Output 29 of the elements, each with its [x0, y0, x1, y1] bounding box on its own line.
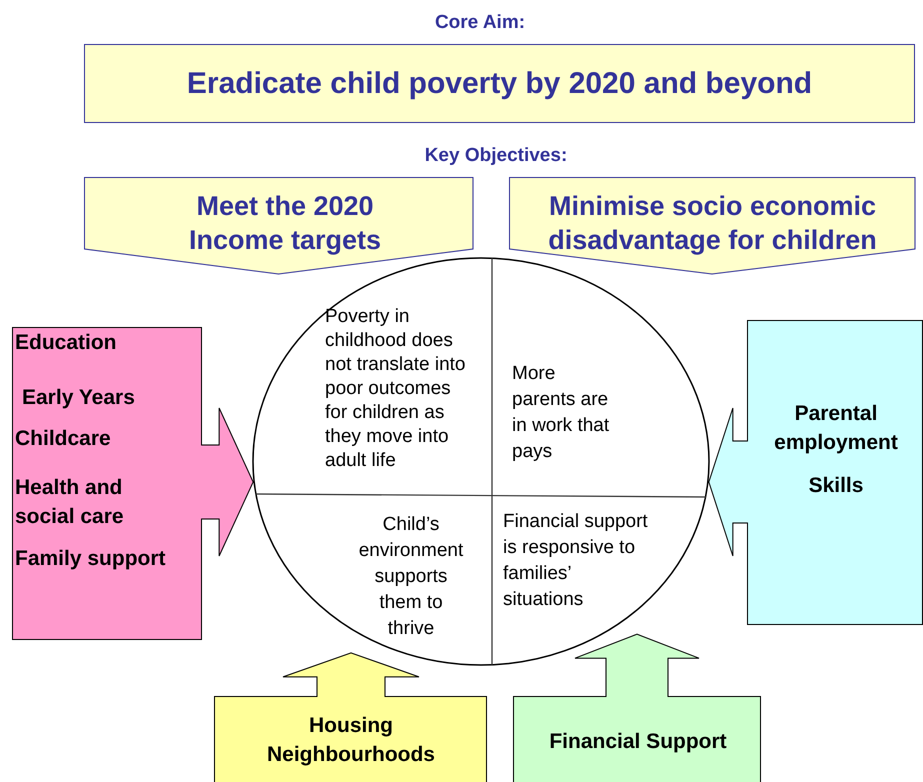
area-text: Health and social care [15, 475, 125, 530]
area-box [214, 696, 487, 782]
objective-arrow-box [84, 177, 474, 275]
area-text: Childcare [15, 426, 111, 452]
block-arrow [574, 634, 700, 698]
section-heading: Key Objectives: [424, 145, 568, 167]
quadrant-text: Financial support is responsive to families’ situations [503, 510, 649, 612]
block-arrow [200, 408, 254, 556]
heading-text: Core Aim: [434, 12, 526, 34]
area-text: Education [15, 330, 117, 356]
area-text: Skills [808, 473, 864, 499]
block-arrow [282, 652, 420, 698]
area-text: Early Years [22, 385, 135, 411]
quadrant-text: Poverty in childhood does not translate into poor outcomes for children as they move into adult life [325, 305, 466, 473]
area-box [513, 696, 761, 782]
objective-text: Meet the 2020 Income targets [188, 190, 382, 257]
quadrant-text: More parents are in work that pays [512, 362, 610, 464]
area-text: Housing Neighbourhoods [266, 713, 436, 768]
area-text: Family support [15, 546, 166, 572]
objective-arrow-box [509, 177, 916, 275]
quadrant-text: Child’s environment supports them to thrive [358, 513, 464, 641]
area-text: Parental employment [773, 401, 899, 456]
circle-diagram [252, 257, 710, 666]
area-text: Financial Support [548, 729, 728, 755]
area-box [747, 320, 923, 625]
objective-text: Minimise socio economic disadvantage for children [547, 190, 878, 257]
block-arrow [708, 408, 748, 556]
area-box [12, 327, 202, 640]
aim-text: Eradicate child poverty by 2020 and beyond [186, 67, 814, 101]
